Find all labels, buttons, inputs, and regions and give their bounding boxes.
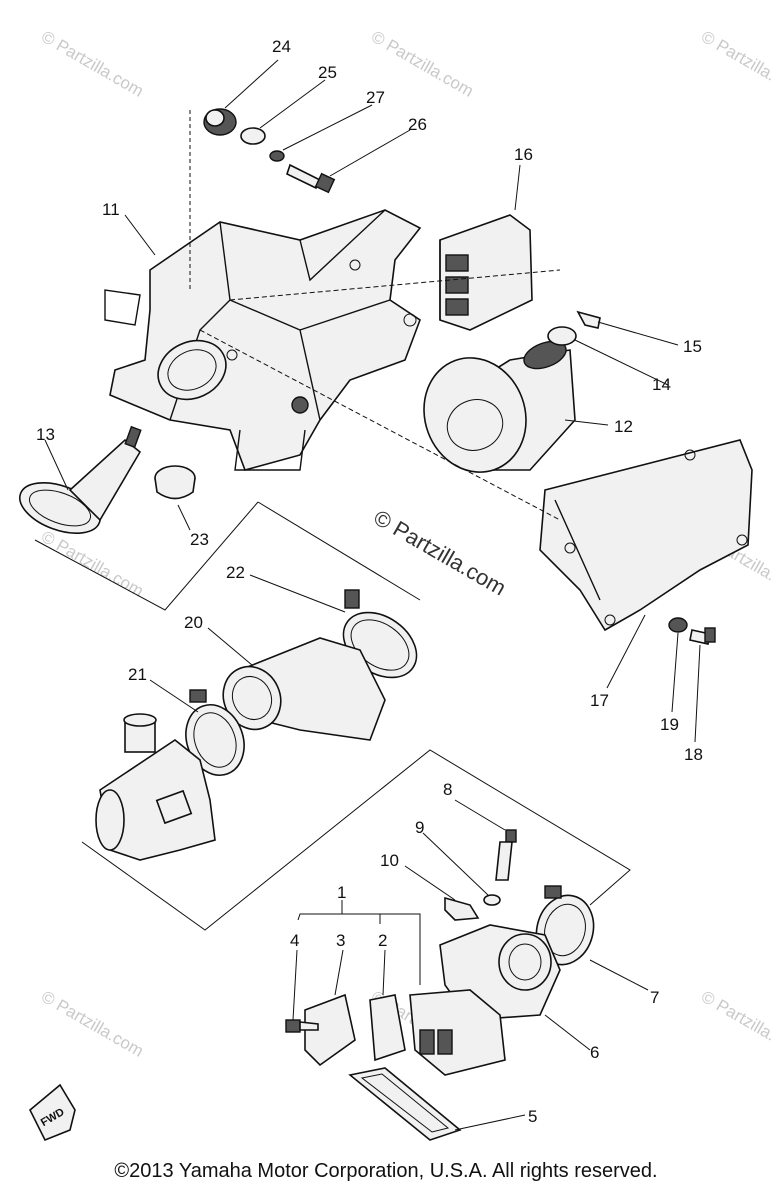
washer-14 [547,326,577,346]
bolt-26 [286,163,336,194]
plate-10 [444,896,480,921]
part-label-26: 26 [408,115,427,134]
grommet-23 [154,465,196,500]
watermark-top-left: © Partzilla.com [38,27,147,101]
part-label-8: 8 [443,780,452,799]
gasket-5 [348,1067,462,1141]
washer-9 [483,894,501,906]
screw-4 [285,1019,319,1033]
part-label-6: 6 [590,1043,599,1062]
washer-25 [240,127,266,145]
part-label-3: 3 [336,931,345,950]
part-label-15: 15 [683,337,702,356]
part-label-27: 27 [366,88,385,107]
part-label-22: 22 [226,563,245,582]
bolt-8 [495,829,517,881]
part-label-7: 7 [650,988,659,1007]
part-label-14: 14 [652,375,671,394]
watermark-bottom-right: © Partzilla.com [698,987,772,1061]
part-label-16: 16 [514,145,533,164]
part-label-19: 19 [660,715,679,734]
part-label-23: 23 [190,530,209,549]
part-label-2: 2 [378,931,387,950]
intake-funnel-13 [19,425,142,534]
carburetor [95,713,216,861]
copyright-notice: ©2013 Yamaha Motor Corporation, U.S.A. A… [114,1160,658,1182]
part-label-25: 25 [318,63,337,82]
leader-lines [44,59,701,1131]
part-label-12: 12 [614,417,633,436]
part-label-17: 17 [590,691,609,710]
washer-27 [269,150,285,162]
stopper-3 [304,993,356,1067]
part-label-13: 13 [36,425,55,444]
part-label-18: 18 [684,745,703,764]
part-label-11: 11 [102,200,120,219]
reed-petal-2 [369,994,406,1062]
part-label-5: 5 [528,1107,537,1126]
part-label-9: 9 [415,818,424,837]
side-cover-17 [539,439,753,632]
clip-15 [576,310,601,329]
part-label-4: 4 [290,931,299,950]
washer-19 [668,617,688,633]
part-label-21: 21 [128,665,147,684]
clamp-21 [185,689,245,776]
watermark-mid-left: © Partzilla.com [38,527,147,601]
filter-element-16 [439,214,533,331]
air-box-11 [104,209,422,471]
bolt-18 [689,627,716,645]
reed-valve-assembly-1 [409,989,506,1076]
intake-joint-20 [222,637,386,741]
watermark-center: © Partzilla.com [370,505,511,601]
watermark-top-right: © Partzilla.com [698,27,772,101]
watermark-bottom-left: © Partzilla.com [38,987,147,1061]
grommet-24 [203,108,237,136]
fwd-arrow-icon: FWD [29,1083,76,1142]
air-filter-12 [423,340,576,473]
part-label-20: 20 [184,613,203,632]
part-label-1: 1 [337,883,346,902]
part-label-10: 10 [380,851,399,870]
part-label-24: 24 [272,37,291,56]
part-labels: 24 25 27 26 16 11 15 14 12 13 23 22 20 2… [36,37,703,1126]
